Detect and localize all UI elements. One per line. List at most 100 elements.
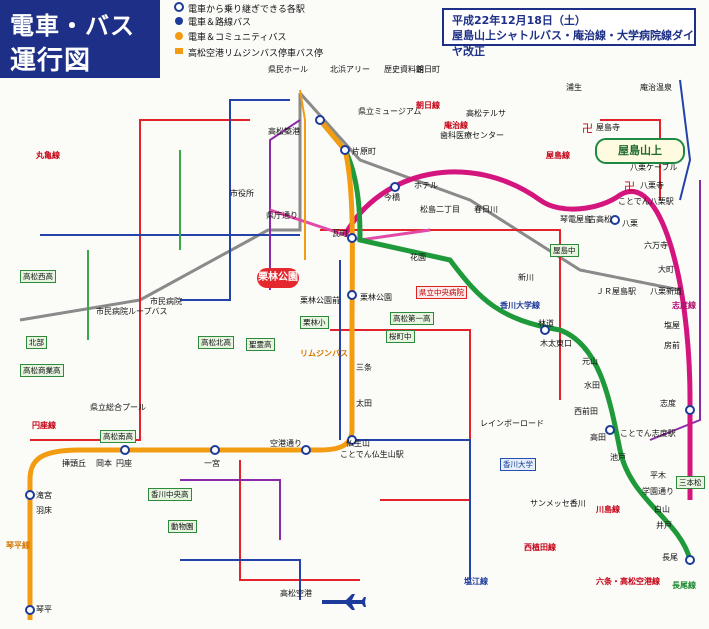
- label-hirai: 平木: [650, 471, 666, 480]
- label-ritsurin-koen-mae: 栗林公園前: [300, 296, 340, 305]
- landmark-yashima-sanjo[interactable]: 屋島山上: [595, 138, 685, 164]
- route-label-marugame: 丸亀線: [36, 151, 60, 160]
- legend-mark-community-bus: [175, 32, 183, 40]
- bus-route-purple-3: [649, 180, 701, 441]
- badge-kotoden-zoo: 動物園: [168, 520, 197, 533]
- route-label-kagawa-univ: 香川大学線: [500, 301, 540, 310]
- station-busshozan[interactable]: [347, 435, 357, 445]
- station-yakuri[interactable]: [610, 215, 620, 225]
- badge-takamatsu-daiichi: 高松第一高: [390, 312, 434, 325]
- label-takamatsu-kuko: 高松空港: [280, 589, 312, 598]
- bus-route-blue-6: [350, 439, 471, 580]
- bus-route-red-1: [30, 119, 250, 441]
- route-label-nagao: 長尾線: [672, 581, 696, 590]
- kotoden-nagao-line: [318, 118, 693, 561]
- label-yakuri-ji: 八栗寺: [640, 181, 664, 190]
- label-kasuga: 春日川: [474, 205, 498, 214]
- label-takamatsu-chikko: 高松築港: [268, 127, 300, 136]
- station-kotohira[interactable]: [25, 605, 35, 615]
- badge-takamatsu-kita: 高松北高: [198, 336, 234, 349]
- badge-kagawa-u: 香川大学: [500, 458, 536, 471]
- label-takata: 高田: [590, 433, 606, 442]
- route-label-shido: 志度線: [672, 301, 696, 310]
- landmark-ritsurin-koen[interactable]: 栗林公園: [257, 268, 299, 288]
- map-title: 電車・バス 運行図: [0, 0, 160, 78]
- route-label-limousine: リムジンバス: [300, 349, 348, 358]
- badge-kagawa-chuo: 香川中央高: [148, 488, 192, 501]
- label-kitanomachi: 北浜アリー: [330, 65, 370, 74]
- legend-mark-route-bus: [175, 17, 183, 25]
- label-ritsurin-koen: 栗林公園: [360, 293, 392, 302]
- label-rekishi: 歴史資料館: [384, 65, 424, 74]
- station-takamatsu-chikko[interactable]: [315, 115, 325, 125]
- label-asahimachi: 朝日町: [416, 65, 440, 74]
- label-ikenobe: 池戸: [610, 453, 626, 462]
- station-kuko-dori[interactable]: [301, 445, 311, 455]
- station-enza[interactable]: [120, 445, 130, 455]
- station-nagao[interactable]: [685, 555, 695, 565]
- route-label-kawashima: 川島線: [596, 505, 620, 514]
- badge-sanbonmatsu: 三本松: [676, 476, 705, 489]
- label-rainbow-road: レインボーロード: [480, 419, 544, 428]
- label-kotoden-shido-station: ことでん志度駅: [620, 429, 676, 438]
- label-yashima-ji: 屋島寺: [596, 123, 620, 132]
- label-yashima-cable: 八栗ケーブル: [630, 163, 678, 172]
- station-hayashimichi[interactable]: [540, 325, 550, 335]
- label-habu: 羽床: [36, 506, 52, 515]
- badge-kita: 北部: [26, 336, 47, 349]
- station-takata[interactable]: [605, 425, 615, 435]
- route-label-shiotsu: 塩江線: [464, 577, 488, 586]
- label-gakuen-dori: 学園通り: [642, 487, 674, 496]
- legend-item-route-bus: 電車＆路線バス: [188, 18, 252, 28]
- label-yakuri-shinmichi: 八栗新道: [650, 287, 682, 296]
- badge-yashima-chugaku: 屋島中: [550, 244, 579, 257]
- label-takamatsu-ten: 高松テルサ: [466, 109, 506, 118]
- label-fusazaki: 房前: [664, 341, 680, 350]
- station-ichinomiya[interactable]: [210, 445, 220, 455]
- badge-takamatsu-commercial: 高松商業高: [20, 364, 64, 377]
- label-sanjo: 三条: [356, 363, 372, 372]
- label-shioya: 塩屋: [664, 321, 680, 330]
- temple-icon-yashima: 卍: [582, 122, 593, 135]
- station-shido[interactable]: [685, 405, 695, 415]
- label-hotel: ホテル: [414, 181, 438, 190]
- label-imahashi: 今橋: [384, 193, 400, 202]
- notice-date: 平成22年12月18日（土）: [452, 14, 586, 27]
- notice-detail: 屋島山上シャトルバス・庵治線・大学病院線ダイヤ改正: [452, 29, 694, 58]
- badge-seiryo: 聖霊高: [246, 338, 275, 351]
- label-nishimaeda: 西前田: [574, 407, 598, 416]
- badge-sakura: 桜町中: [386, 330, 415, 343]
- legend: 電車から乗り継ぎできる各駅 電車＆路線バス 電車＆コミュニティバス 高松空港リム…: [168, 0, 376, 62]
- label-shiminbyoin: 市民病院: [150, 297, 182, 306]
- label-kuko-dori: 空港通り: [270, 439, 302, 448]
- station-imahashi[interactable]: [390, 182, 400, 192]
- label-busshozan-station: ことでん仏生山駅: [340, 450, 404, 459]
- badge-ritsurin-elem: 栗林小: [300, 316, 329, 329]
- station-ritsurin-koen[interactable]: [347, 290, 357, 300]
- airplane-icon: [322, 594, 366, 610]
- bus-route-blue-1: [180, 99, 290, 301]
- jr-kotoku-line: [298, 91, 681, 292]
- label-kotoden-yashima: 琴電屋島: [560, 215, 592, 224]
- bus-route-red-2: [320, 229, 561, 400]
- label-kencho: 県庁通り: [266, 211, 298, 220]
- route-label-asahi: 朝日線: [416, 101, 440, 110]
- label-kataharamachi: 片原町: [352, 147, 376, 156]
- legend-item-transfer: 電車から乗り継ぎできる各駅: [188, 5, 305, 15]
- label-omachi: 大町: [658, 265, 674, 274]
- label-kawaramachi: 瓦町: [332, 229, 348, 238]
- station-kataharamachi[interactable]: [340, 145, 350, 155]
- label-sunmesse: サンメッセ香川: [530, 499, 586, 508]
- legend-mark-transfer: [174, 2, 184, 12]
- label-busshozan: 仏生山: [346, 439, 370, 448]
- label-hohotaya: 挿頭丘: [62, 459, 86, 468]
- station-takinomiya[interactable]: [25, 490, 35, 500]
- route-label-ensya: 円座線: [32, 421, 56, 430]
- kotoden-shido-line: [342, 169, 693, 500]
- route-label-yoshima: 屋島線: [546, 151, 570, 160]
- label-motoyama: 元山: [582, 357, 598, 366]
- temple-icon-yakuri: 卍: [624, 180, 635, 193]
- station-kawaramachi[interactable]: [347, 233, 357, 243]
- label-kida: 木太東口: [540, 339, 572, 348]
- jr-yosan-line: [19, 93, 302, 322]
